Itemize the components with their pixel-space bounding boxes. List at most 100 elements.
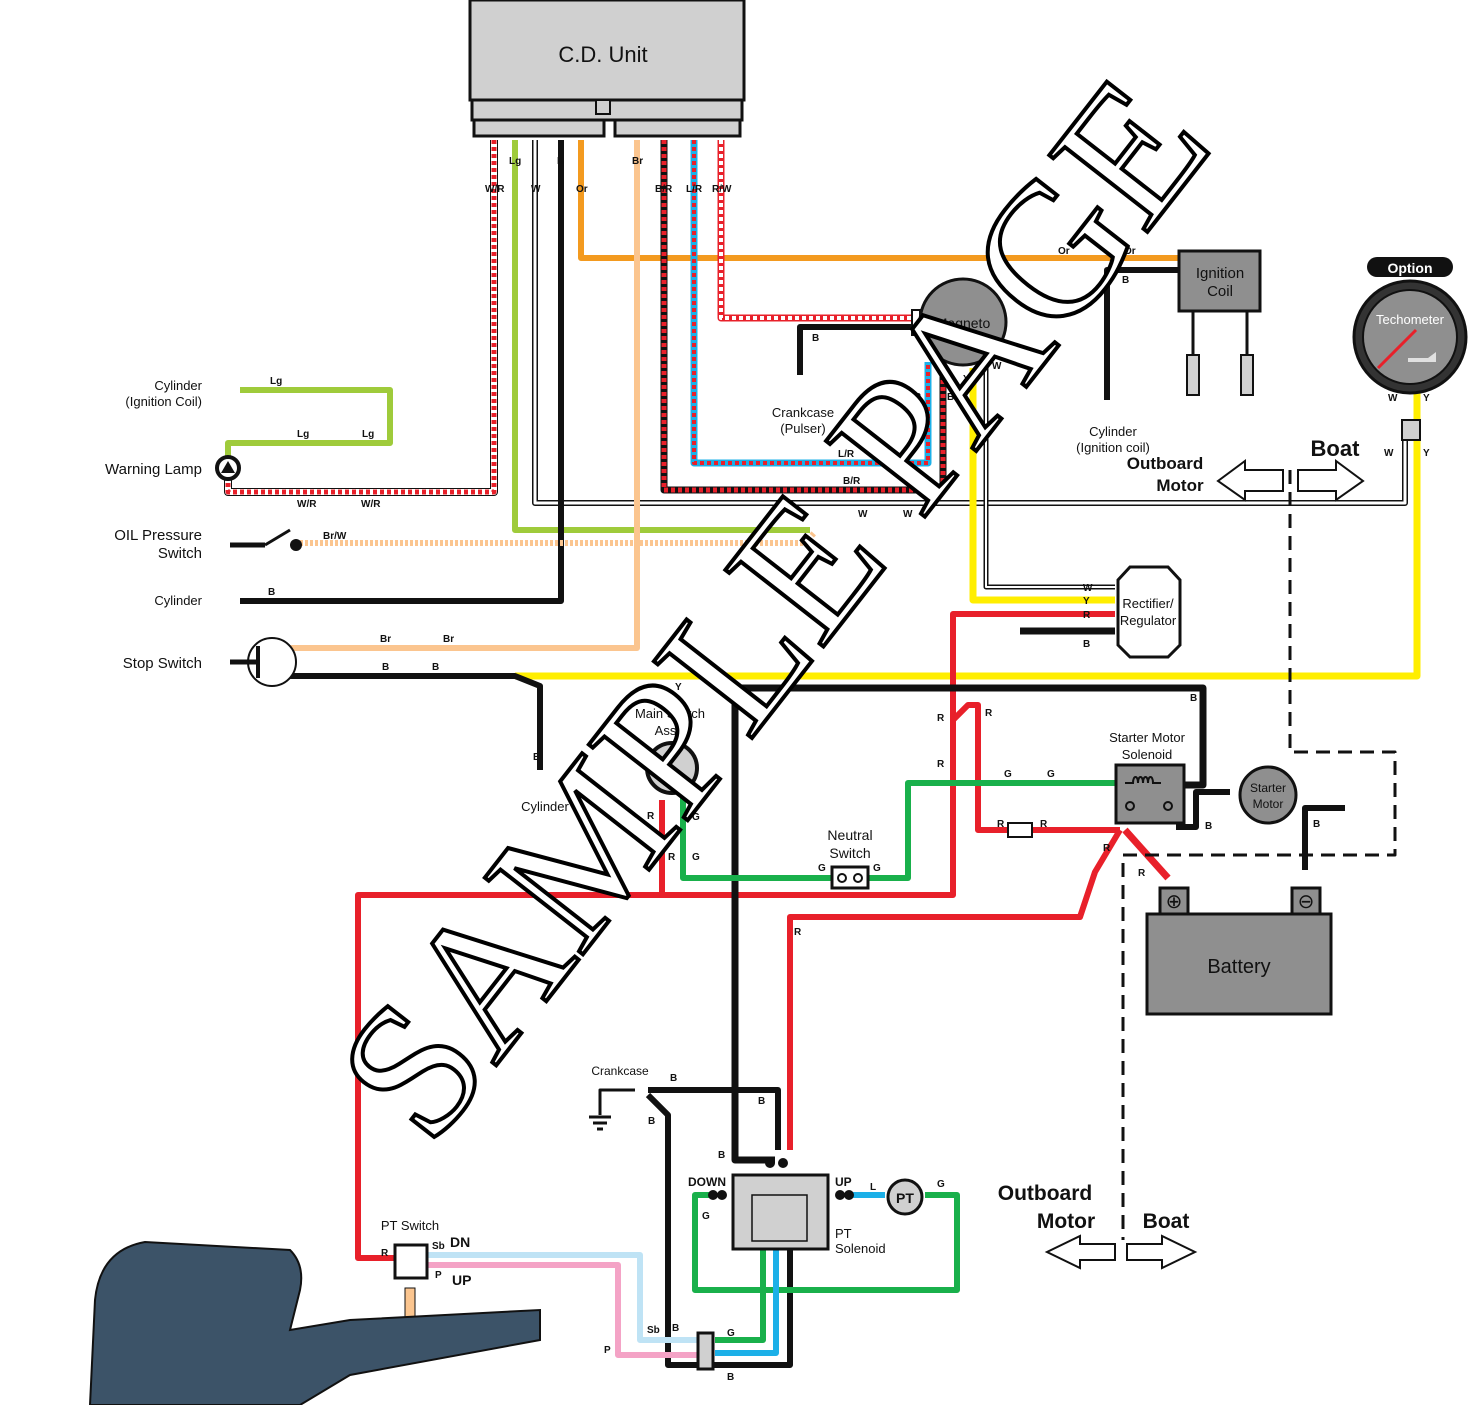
wire-label: Y (1423, 448, 1430, 459)
cylinder-ign-left-label-2: (Ignition Coil) (125, 394, 202, 409)
wire-label: G (818, 863, 826, 874)
pt-solenoid-label-2: Solenoid (835, 1241, 886, 1256)
neutral-switch-label-2: Switch (829, 845, 870, 861)
wire-label: B (432, 662, 439, 673)
wire-brown-white (300, 529, 818, 546)
wire-label: W (1083, 583, 1093, 594)
wire-label: R (1138, 868, 1146, 879)
wire-red-pt (787, 828, 1123, 1150)
option-label: Option (1387, 260, 1432, 276)
wire-label: B (1190, 693, 1197, 704)
wire-yellow-magneto (969, 368, 1115, 604)
warning-lamp-icon (221, 461, 235, 473)
wire-label: Lg (362, 429, 374, 440)
wire-label: W (992, 361, 1002, 372)
tachometer-needle-icon (1376, 328, 1418, 370)
spark-plug-icon (1186, 354, 1200, 396)
wire-crankcase-ground (598, 1088, 635, 1115)
wire-label: P (435, 1270, 442, 1281)
wire-white-red-inner (225, 140, 497, 495)
coil-icon (1125, 776, 1161, 784)
main-switch-label-1: Main Switch (635, 706, 705, 721)
boundary-arrows-bottom (1044, 1234, 1198, 1270)
wire-label: R (997, 819, 1005, 830)
boat-label-bottom: Boat (1143, 1210, 1190, 1233)
wire-label: B (533, 752, 540, 763)
wire-label: G (692, 852, 700, 863)
up2-label: UP (452, 1272, 471, 1288)
pt-solenoid (708, 1158, 854, 1251)
wire-label: G (702, 1211, 710, 1222)
fuse-icon (1007, 822, 1033, 838)
wire-label: G (692, 812, 700, 823)
region-labels: Outboard Motor Boat Outboard Motor Boat (998, 436, 1360, 1233)
wire-label: R (794, 927, 802, 938)
wire-label: G (873, 863, 881, 874)
rectifier-label-2: Regulator (1120, 613, 1177, 628)
crankcase-label: Crankcase (591, 1064, 649, 1078)
wire-green-neutral (680, 780, 1118, 881)
ground-icon (589, 1115, 611, 1131)
boundary-arrows-top (1216, 459, 1365, 502)
wire-label: W (531, 184, 541, 195)
wire-red-white (717, 140, 915, 322)
wire-black-stop (268, 673, 543, 770)
wire-label: R (1040, 819, 1048, 830)
arrow-left-icon (1044, 1234, 1116, 1270)
tach-connector-icon (1401, 419, 1421, 441)
rectifier-label-1: Rectifier/ (1122, 596, 1174, 611)
warning-lamp (215, 455, 241, 481)
wire-label: W (903, 509, 913, 520)
magneto: Magneto (911, 277, 1008, 367)
wire-pink (425, 1262, 698, 1358)
wires (224, 140, 1421, 1368)
wire-label: Or (1124, 246, 1136, 257)
wire-light-green-lamp (225, 387, 393, 460)
wire-label: B (1083, 639, 1090, 650)
wire-label: R (1083, 610, 1091, 621)
wire-label: R (937, 713, 945, 724)
watermark: SAMPLE PAGE (298, 41, 1249, 1176)
tachometer: Option Techometer (1352, 257, 1468, 441)
ignition-coil: Ignition Coil (1177, 249, 1262, 396)
crankcase-pulser-label-2: (Pulser) (780, 421, 826, 436)
oil-pressure-switch (230, 528, 302, 551)
wire-white-red-dash (225, 140, 497, 495)
warning-lamp-label: Warning Lamp (105, 461, 202, 478)
cylinder-bottom-label: Cylinder (521, 799, 569, 814)
wire-label: Or (1058, 246, 1070, 257)
outboard-label-bottom-2: Motor (1037, 1210, 1095, 1233)
starter-motor: Starter Motor (1238, 765, 1298, 825)
outboard-label-bottom-1: Outboard (998, 1182, 1093, 1205)
wire-label: W (1388, 393, 1398, 404)
wire-label: B (758, 1096, 765, 1107)
pt-motor-label: PT (896, 1190, 914, 1206)
wire-black-red-dash (661, 140, 946, 493)
wire-label: B (727, 1372, 734, 1383)
boundary-dashed-top (1121, 470, 1397, 1240)
pt-switch-label: PT Switch (381, 1218, 439, 1233)
wire-label: Br (443, 634, 454, 645)
wire-red-rectifier (355, 611, 1115, 1261)
battery-positive-icon: ⊕ (1166, 891, 1183, 913)
stop-switch (230, 637, 297, 687)
wire-label: B/R (655, 184, 673, 195)
wire-black-crankcase-down (645, 1092, 793, 1368)
up-label: UP (835, 1175, 852, 1189)
starter-solenoid (1007, 763, 1186, 838)
wire-red-white-dash (719, 140, 915, 320)
wire-label: W/R (485, 184, 505, 195)
ignition-coil-label-2: Coil (1207, 283, 1233, 300)
wire-label: G (1004, 769, 1012, 780)
boat-label-top: Boat (1311, 436, 1361, 461)
wire-label: B (670, 1073, 677, 1084)
wire-red-fuse (950, 702, 1120, 833)
cylinder-left-label: Cylinder (154, 593, 202, 608)
wire-label: B (648, 1116, 655, 1127)
wire-label: P (604, 1345, 611, 1356)
wire-label: Y (1423, 393, 1430, 404)
wire-orange (578, 140, 1180, 261)
cd-unit-label: C.D. Unit (558, 42, 647, 67)
wire-label: R (937, 759, 945, 770)
